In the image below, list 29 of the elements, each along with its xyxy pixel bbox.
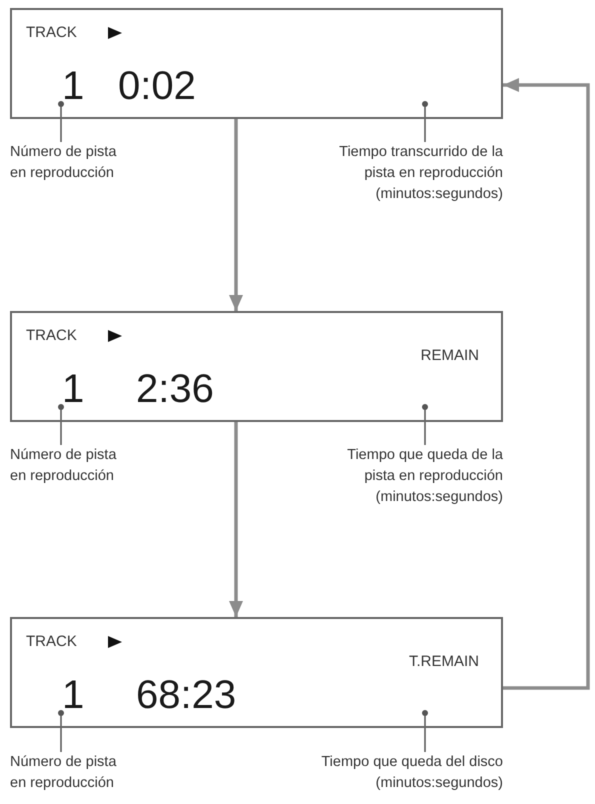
display-digits: 68:23: [136, 675, 236, 715]
leader-line: [58, 710, 64, 752]
display-digits: 1: [62, 675, 88, 715]
display-panel: [10, 617, 503, 728]
leader-line: [422, 404, 428, 445]
indicator-text: TRACK: [26, 633, 77, 651]
display-panel: [10, 311, 503, 422]
indicator-text: T.REMAIN: [408, 653, 479, 671]
display-digits: 1: [62, 369, 88, 409]
caption-text: Tiempo que queda de la pista en reproducción (minutos:segundos): [318, 445, 503, 508]
leader-line: [58, 404, 64, 445]
leader-line: [422, 710, 428, 752]
arrow: [229, 119, 243, 311]
indicator-text: TRACK: [26, 24, 77, 42]
display-digits: 2:36: [136, 369, 214, 409]
arrow: [503, 78, 590, 690]
arrow: [229, 422, 243, 617]
display-digits: 0:02: [118, 66, 196, 106]
leader-line: [422, 101, 428, 142]
display-panel: [10, 8, 503, 119]
caption-text: Tiempo transcurrido de la pista en reproducción (minutos:segundos): [318, 142, 503, 205]
caption-text: Tiempo que queda del disco (minutos:segundos): [293, 752, 503, 794]
indicator-text: REMAIN: [420, 347, 479, 365]
caption-text: Número de pista en reproducción: [10, 142, 128, 184]
display-digits: 1: [62, 66, 88, 106]
leader-line: [58, 101, 64, 142]
indicator-text: TRACK: [26, 327, 77, 345]
caption-text: Número de pista en reproducción: [10, 752, 128, 794]
caption-text: Número de pista en reproducción: [10, 445, 128, 487]
